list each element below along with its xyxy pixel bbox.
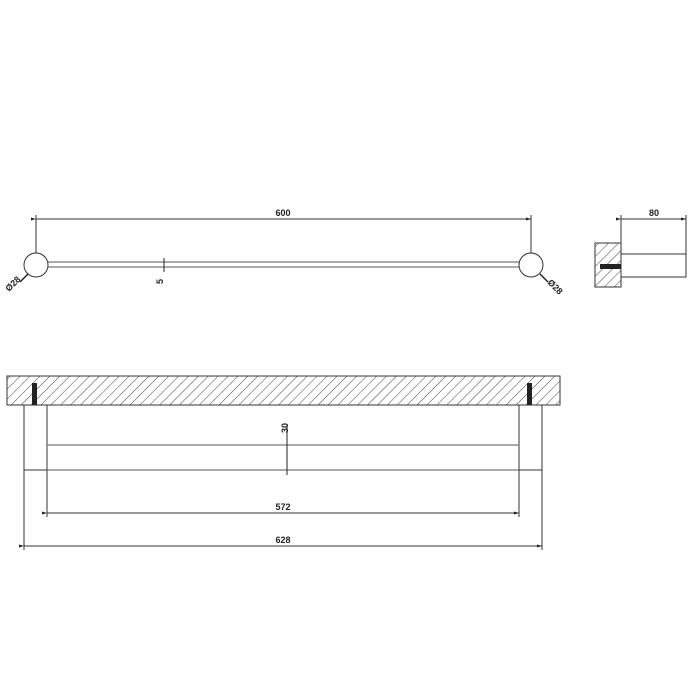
right-screw xyxy=(527,383,532,405)
side-screw xyxy=(600,264,621,269)
front-view: 30 572 628 xyxy=(6,375,561,550)
dimension-label-5: 5 xyxy=(155,279,165,284)
left-screw xyxy=(32,383,37,405)
right-diameter-label: Ø28 xyxy=(546,277,565,296)
dimension-label-80: 80 xyxy=(649,208,659,218)
dimension-label-628: 628 xyxy=(275,535,290,545)
right-diameter-leader xyxy=(539,273,549,283)
side-view: 80 xyxy=(594,208,687,288)
dimension-label-30: 30 xyxy=(280,423,290,433)
wall-section xyxy=(6,375,561,406)
side-bracket xyxy=(620,253,687,278)
dimension-label-572: 572 xyxy=(275,502,290,512)
left-mount-disc xyxy=(23,252,49,278)
dimension-600: 600 xyxy=(31,208,532,266)
dimension-label-600: 600 xyxy=(275,208,290,218)
left-diameter-leader xyxy=(19,273,29,283)
right-mount-disc xyxy=(518,252,544,278)
left-diameter-label: Ø28 xyxy=(3,274,22,293)
top-view: 600 5 Ø28 Ø28 xyxy=(3,208,564,296)
